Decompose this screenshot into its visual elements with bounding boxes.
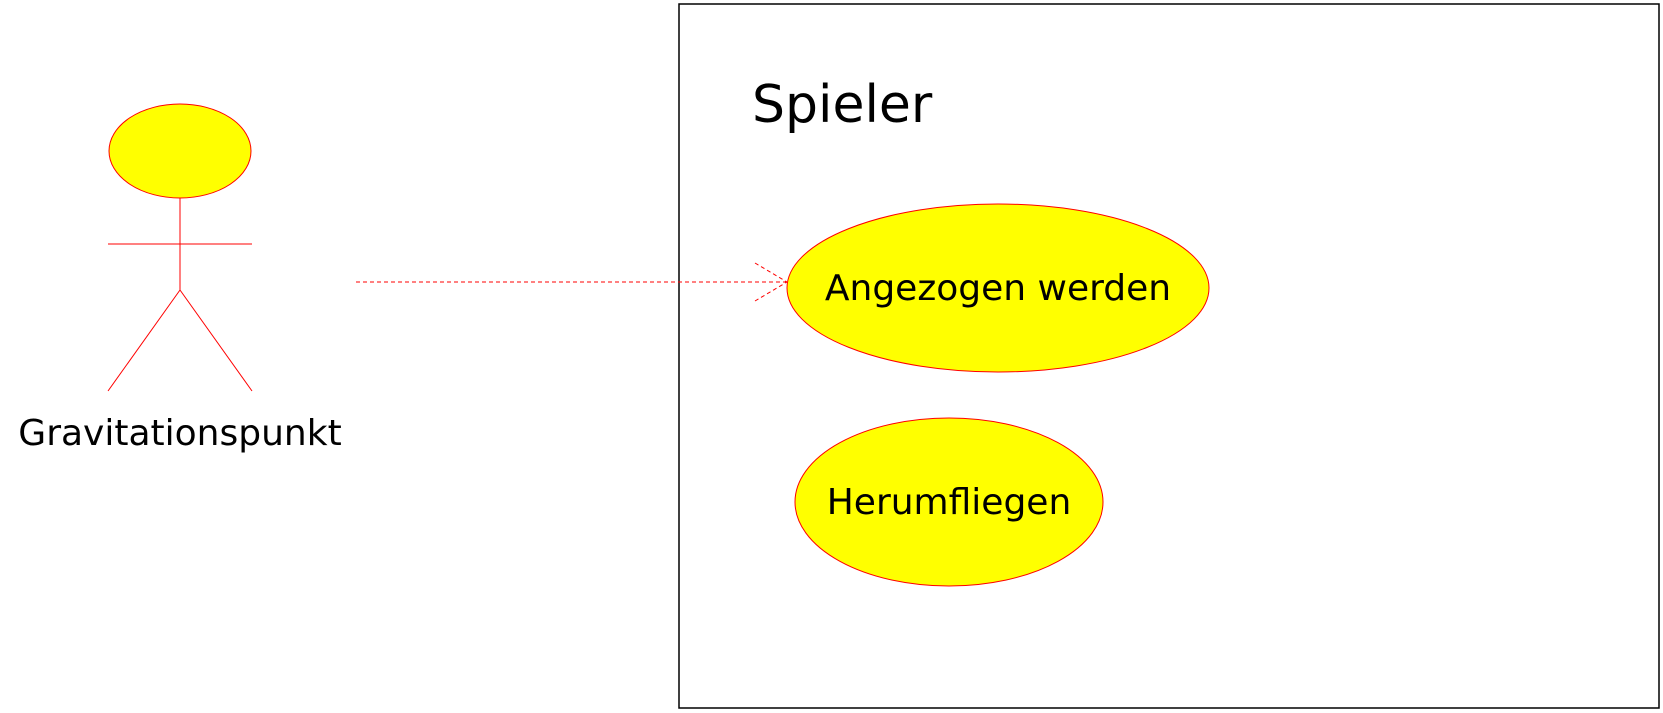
- use-case-label: Herumfliegen: [827, 482, 1072, 523]
- arrowhead-lower: [754, 281, 788, 302]
- use-case-ellipse: [786, 203, 1210, 373]
- system-boundary-box: [678, 3, 1660, 709]
- arrowhead-upper: [754, 262, 788, 283]
- use-case-herumfliegen: Herumfliegen: [794, 417, 1104, 587]
- actor-left-leg: [107, 289, 181, 392]
- actor-name: Gravitationspunkt: [18, 413, 341, 454]
- system-title: Spieler: [752, 75, 933, 135]
- actor-gravitationspunkt: Gravitationspunkt: [18, 103, 342, 454]
- use-case-angezogen-werden: Angezogen werden: [786, 203, 1210, 373]
- system-boundary: Spieler: [678, 3, 1660, 709]
- relationship-arrow: [356, 262, 788, 302]
- use-case-label: Angezogen werden: [825, 268, 1171, 309]
- actor-right-leg: [179, 289, 253, 392]
- actor-head: [108, 103, 252, 199]
- use-case-ellipse: [794, 417, 1104, 587]
